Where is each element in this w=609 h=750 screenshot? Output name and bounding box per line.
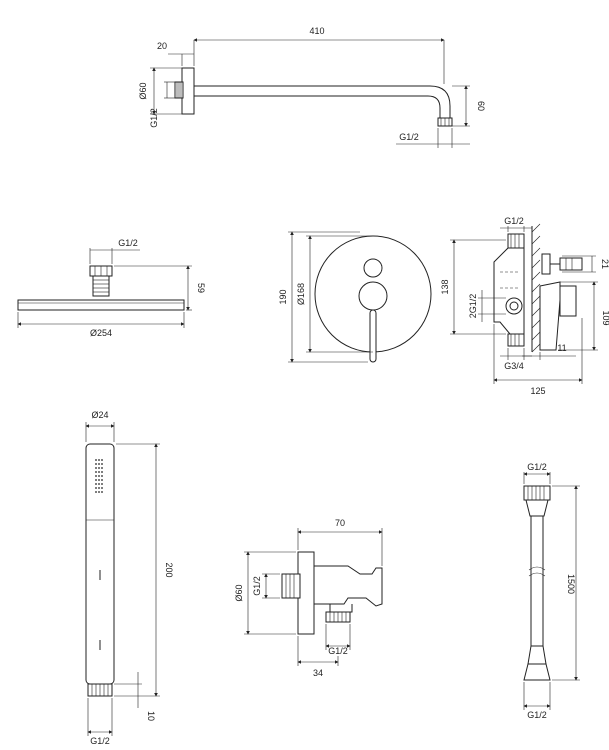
hose-drawing: G1/2 1500 G1/2 (523, 462, 580, 720)
mixer-diverter-knob (363, 258, 383, 278)
hand-shower-nozzles (95, 459, 103, 493)
hose-length-label: 1500 (566, 574, 576, 594)
elbow-holder-body (313, 565, 383, 607)
mixer-side-handle (559, 285, 577, 317)
elbow-offset-label: 34 (313, 668, 323, 678)
hand-shower-length-label: 200 (164, 562, 174, 577)
arm-inlet-thread-label: G1/2 (149, 108, 159, 128)
arm-pipe (194, 85, 451, 118)
elbow-inlet-thread (281, 573, 301, 599)
shower-arm-drawing: 410 20 Ø60 G1/2 60 G1/2 (138, 26, 486, 148)
hand-shower-thread-label: G1/2 (90, 736, 110, 746)
wall-elbow-drawing: 70 Ø60 G1/2 G1/2 34 (234, 518, 383, 678)
mixer-side-cover (539, 281, 561, 351)
mixer-side-thread-label: 2G1/2 (468, 294, 478, 319)
mixer-bottom-thread-label: G3/4 (504, 361, 524, 371)
mixer-bottom-outlet (507, 333, 525, 347)
elbow-depth-label: 70 (335, 518, 345, 528)
mixer-side-drawing: G1/2 21 138 2G1/2 G3/4 11 125 109 (440, 216, 609, 396)
arm-outlet-thread-label: G1/2 (399, 132, 419, 142)
head-thread-label: G1/2 (118, 238, 138, 248)
mixer-dim-11-label: 11 (557, 343, 566, 353)
mixer-body (493, 245, 525, 335)
elbow-outlet-thread-label: G1/2 (328, 646, 348, 656)
hand-shower-drawing: Ø24 200 10 G1/2 (85, 410, 174, 746)
mixer-depth-label: 125 (530, 386, 545, 396)
head-plate (17, 299, 185, 311)
mixer-lever (369, 309, 377, 363)
hose-top-thread-label: G1/2 (527, 462, 547, 472)
mixer-handle-base (358, 281, 388, 311)
mixer-height-109-label: 109 (601, 310, 609, 325)
arm-flange-depth-label: 20 (157, 41, 167, 51)
mixer-front-diameter-label: Ø168 (296, 283, 306, 305)
hose-top-cone (525, 499, 549, 517)
elbow-flange-diameter-label: Ø60 (234, 584, 244, 601)
hand-shower-diameter-label: Ø24 (91, 410, 108, 420)
mixer-front-drawing: 190 Ø168 (278, 231, 432, 363)
head-diameter-label: Ø254 (90, 328, 112, 338)
mixer-side-knob-stem (541, 253, 551, 275)
arm-flange-diameter-label: Ø60 (138, 82, 148, 99)
hose-tube (530, 515, 544, 647)
head-shower-drawing: G1/2 59 Ø254 (17, 238, 206, 338)
hose-bottom-cone (523, 663, 551, 681)
mixer-right-dim-label: 21 (600, 259, 609, 269)
mixer-top-thread-label: G1/2 (504, 216, 524, 226)
head-height-label: 59 (196, 283, 206, 293)
hose-bottom-thread-label: G1/2 (527, 710, 547, 720)
arm-wall-flange (181, 67, 195, 115)
mixer-front-height-label: 190 (278, 289, 288, 304)
mixer-top-inlet (507, 233, 525, 249)
arm-drop-label: 60 (476, 101, 486, 111)
head-ball-joint (92, 275, 110, 297)
arm-length-label: 410 (309, 26, 324, 36)
mixer-side-outlet (505, 297, 523, 315)
mixer-side-knob (559, 257, 583, 271)
mixer-height-138-label: 138 (440, 279, 450, 294)
elbow-inlet-thread-label: G1/2 (252, 576, 262, 596)
hand-shower-end-label: 10 (146, 711, 156, 721)
